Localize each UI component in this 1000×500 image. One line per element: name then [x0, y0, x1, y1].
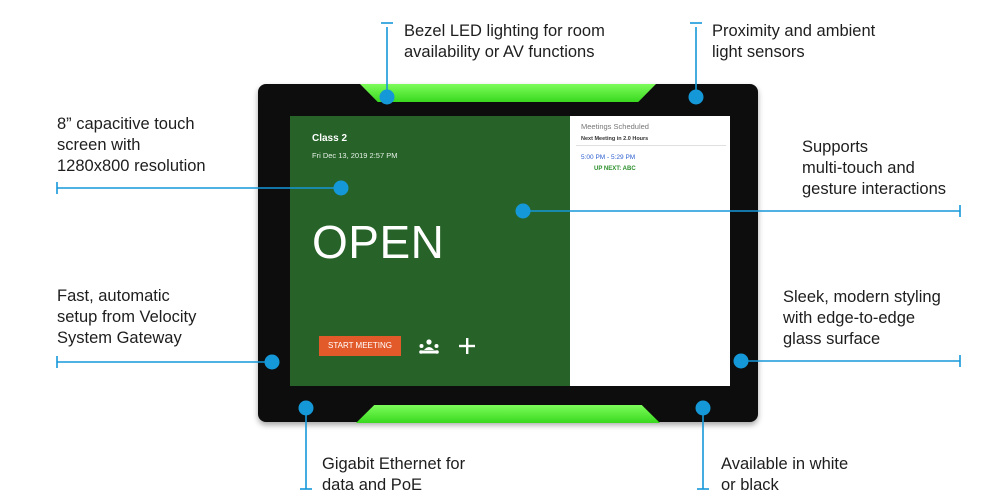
callout-line: or black — [721, 476, 779, 494]
callout-line: Proximity and ambient — [712, 22, 876, 40]
callout-line: 8” capacitive touch — [57, 115, 195, 133]
room-datetime: Fri Dec 13, 2019 2:57 PM — [312, 151, 398, 160]
people-icon[interactable] — [417, 338, 441, 356]
callout-line: Fast, automatic — [57, 287, 170, 305]
room-name: Class 2 — [312, 133, 348, 144]
callout-line: data and PoE — [322, 476, 422, 494]
callout-styling: Sleek, modern styling with edge-to-edge … — [783, 287, 941, 350]
callout-line: with edge-to-edge — [783, 309, 916, 327]
callout-line: Sleek, modern styling — [783, 288, 941, 306]
callout-line: Gigabit Ethernet for — [322, 455, 466, 473]
callout-line: availability or AV functions — [404, 43, 595, 61]
up-next-label: UP NEXT: ABC — [594, 166, 636, 172]
callout-touch-screen: 8” capacitive touch screen with 1280x800… — [57, 114, 206, 177]
callout-line: light sensors — [712, 43, 805, 61]
bezel-led-bottom — [356, 405, 660, 423]
next-meeting-text: Next Meeting in 2.0 Hours — [581, 136, 649, 142]
meetings-title: Meetings Scheduled — [581, 122, 649, 131]
callout-sensors: Proximity and ambient light sensors — [712, 21, 875, 63]
callout-line: Supports — [802, 138, 869, 156]
callout-bezel-led: Bezel LED lighting for room availability… — [404, 21, 605, 63]
callout-line: Bezel LED lighting for room — [404, 22, 605, 40]
divider — [576, 145, 726, 146]
callout-line: screen with — [57, 136, 141, 154]
bezel-led-top — [360, 84, 656, 102]
callout-multitouch: Supports multi-touch and gesture interac… — [802, 137, 946, 200]
schedule-pane: Meetings Scheduled Next Meeting in 2.0 H… — [570, 116, 730, 386]
callout-line: setup from Velocity — [57, 308, 197, 326]
callout-setup: Fast, automatic setup from Velocity Syst… — [57, 286, 196, 349]
callout-ethernet: Gigabit Ethernet for data and PoE — [322, 454, 465, 496]
callout-line: 1280x800 resolution — [57, 157, 206, 175]
callout-line: gesture interactions — [802, 180, 946, 198]
callout-line: System Gateway — [57, 329, 182, 347]
room-status: OPEN — [312, 216, 445, 268]
callout-line: glass surface — [783, 330, 881, 348]
callout-colors: Available in white or black — [721, 454, 848, 496]
device-screen: Class 2 Fri Dec 13, 2019 2:57 PM OPEN ST… — [290, 116, 730, 386]
start-meeting-button[interactable]: START MEETING — [319, 336, 401, 356]
callout-line: Available in white — [721, 455, 849, 473]
meeting-slot-time[interactable]: 5:00 PM - 5:29 PM — [581, 154, 636, 161]
room-status-pane: Class 2 Fri Dec 13, 2019 2:57 PM OPEN ST… — [290, 116, 570, 386]
callout-line: multi-touch and — [802, 159, 915, 177]
plus-icon[interactable] — [458, 337, 476, 355]
